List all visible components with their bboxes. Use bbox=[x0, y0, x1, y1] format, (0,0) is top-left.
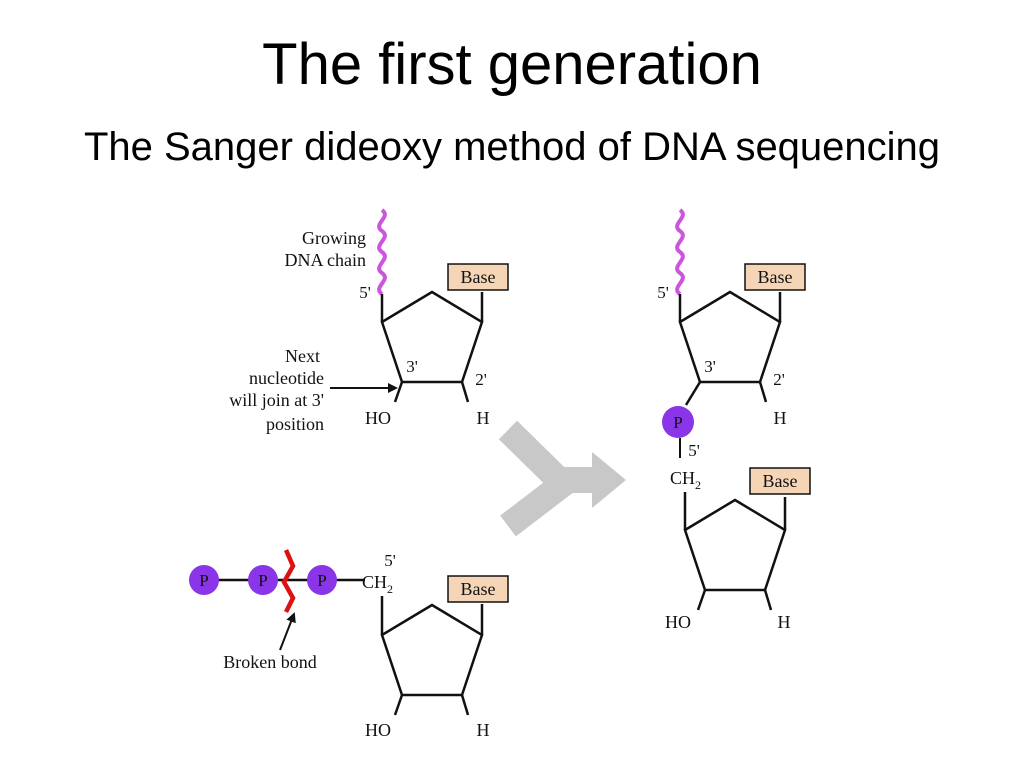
prime-5-label: 5' bbox=[657, 283, 669, 302]
prime-5-label: 5' bbox=[359, 283, 371, 302]
base-box-top-left bbox=[447, 263, 509, 291]
phosphate-3 bbox=[307, 565, 337, 595]
broken-bond-mark bbox=[281, 549, 296, 614]
base-label: Base bbox=[461, 267, 496, 287]
growing-chain-label-line1: Growing bbox=[302, 228, 366, 248]
next-nucleotide-label-line1: Next bbox=[285, 346, 320, 366]
phosphate-linked bbox=[662, 406, 694, 438]
h-label: H bbox=[477, 408, 490, 428]
prime-3-label: 3' bbox=[406, 357, 418, 376]
ch2-label-bottom: CH2 bbox=[362, 572, 393, 596]
broken-bond-arrow bbox=[279, 612, 296, 651]
sugar-ring-top-left bbox=[380, 290, 484, 384]
h-label: H bbox=[778, 612, 791, 632]
slide-title: The first generation bbox=[262, 32, 762, 97]
phosphate-2-label: P bbox=[258, 571, 267, 590]
ho-label: HO bbox=[665, 612, 691, 632]
prime-3-label: 3' bbox=[704, 357, 716, 376]
dna-helix-left bbox=[377, 208, 387, 296]
sugar-ring-bottom-right bbox=[683, 498, 787, 592]
base-label: Base bbox=[758, 267, 793, 287]
ho-label: HO bbox=[365, 408, 391, 428]
sugar-ring-top-right bbox=[678, 290, 782, 384]
base-box-top-right bbox=[744, 263, 806, 291]
prime-5-label-linked: 5' bbox=[688, 441, 700, 460]
product-dinucleotide: Base 5' 3' 2' H P 5' CH2 Base HO H bbox=[657, 208, 811, 632]
phosphate-3-label: P bbox=[317, 571, 326, 590]
slide-subtitle: The Sanger dideoxy method of DNA sequenc… bbox=[83, 125, 941, 169]
broken-bond-label: Broken bond bbox=[223, 652, 317, 672]
growing-chain-label-line2: DNA chain bbox=[285, 250, 366, 270]
next-nucleotide-label-line3: will join at 3' bbox=[229, 390, 324, 410]
incoming-nucleotide: P P P Broken bond 5' CH2 Base HO H bbox=[189, 549, 509, 740]
ch2-label-right: CH2 bbox=[670, 468, 701, 492]
base-box-bottom-right bbox=[749, 467, 811, 495]
dna-helix-right bbox=[675, 208, 685, 296]
prime-2-label: 2' bbox=[475, 370, 487, 389]
ho-label: HO bbox=[365, 720, 391, 740]
prime-2-label: 2' bbox=[773, 370, 785, 389]
transition-arrow bbox=[498, 420, 626, 537]
phosphate-linked-label: P bbox=[673, 413, 682, 432]
phosphate-1 bbox=[189, 565, 219, 595]
base-box-bottom-left bbox=[447, 575, 509, 603]
next-nucleotide-label-line4: position bbox=[266, 414, 324, 434]
sugar-ring-bottom-left bbox=[380, 603, 484, 697]
base-label: Base bbox=[461, 579, 496, 599]
prime-5-label-bottom: 5' bbox=[384, 551, 396, 570]
phosphate-2 bbox=[248, 565, 278, 595]
next-nucleotide-label-line2: nucleotide bbox=[249, 368, 324, 388]
phosphate-1-label: P bbox=[199, 571, 208, 590]
base-label: Base bbox=[763, 471, 798, 491]
h-label: H bbox=[477, 720, 490, 740]
h-label: H bbox=[774, 408, 787, 428]
growing-chain-nucleotide: Base HO H 5' 3' 2' Growing DNA chain Nex… bbox=[229, 208, 509, 434]
